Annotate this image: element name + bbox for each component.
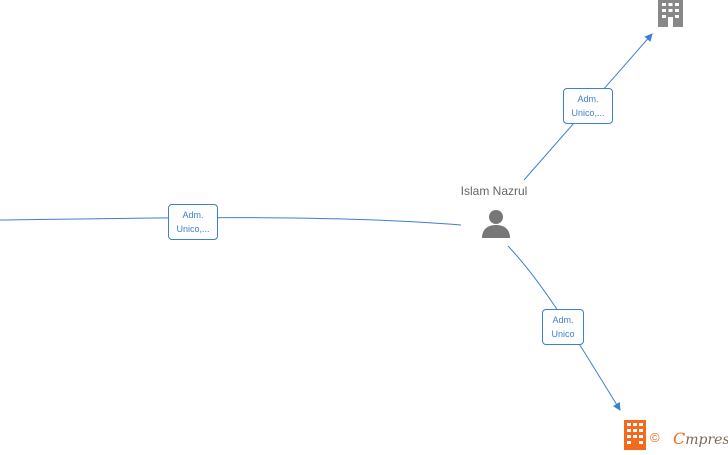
edge-label-top-right[interactable]: Adm. Unico,... (563, 88, 613, 124)
edge-label-bottom-right-line1: Adm. (552, 315, 574, 325)
edge-label-top-right-line2: Unico,... (571, 108, 605, 118)
company-node-bottom[interactable] (624, 420, 646, 450)
edge-label-bottom-right[interactable]: Adm. Unico (542, 309, 584, 345)
person-icon (482, 210, 510, 238)
brand-initial: C (673, 429, 686, 448)
edge-label-left-line2: Unico,... (176, 224, 210, 234)
copyright-symbol: © (650, 430, 660, 445)
brand-name: mpresia (685, 432, 728, 448)
person-name-label: Islam Nazrul (460, 184, 528, 198)
brand-logo: Cmpresia (673, 429, 728, 448)
edge-left-line (0, 217, 462, 226)
edge-label-left[interactable]: Adm. Unico,... (168, 204, 218, 240)
edge-label-bottom-right-line2: Unico (551, 329, 575, 339)
building-icon (658, 0, 683, 27)
edge-bottom-right-line (507, 245, 621, 411)
person-node[interactable] (481, 209, 511, 239)
company-node-top[interactable] (655, 0, 686, 27)
edge-label-left-line1: Adm. (182, 210, 204, 220)
edge-label-top-right-line1: Adm. (577, 94, 599, 104)
building-icon (624, 420, 646, 450)
